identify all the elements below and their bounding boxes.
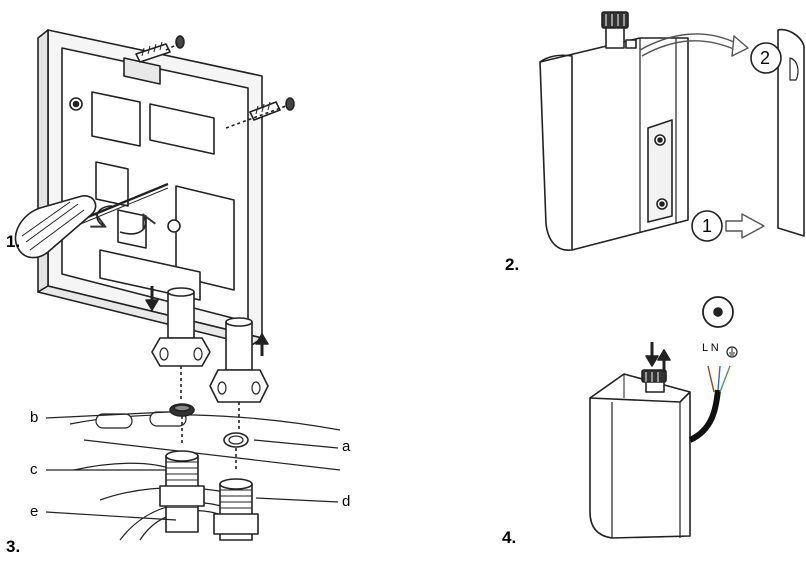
step-1-number: 1. <box>6 232 21 251</box>
terminal-labels: L N <box>702 342 719 354</box>
step-3-number: 3. <box>6 537 21 556</box>
step-2-marker-2: 2 <box>760 48 771 68</box>
panel-2-attach-heater <box>539 11 805 251</box>
label-d: d <box>342 493 351 510</box>
label-e: e <box>30 503 39 520</box>
panel-3-water-connections <box>45 286 341 541</box>
step-2-marker-1: 1 <box>702 216 713 236</box>
panel-4-electrical-connection <box>589 296 738 539</box>
step-4-number: 4. <box>502 528 517 547</box>
label-c: c <box>30 461 38 478</box>
step-2-number: 2. <box>505 255 520 274</box>
label-a: a <box>342 438 351 455</box>
label-b: b <box>30 409 39 426</box>
panel-1-mounting-bracket <box>14 29 295 346</box>
